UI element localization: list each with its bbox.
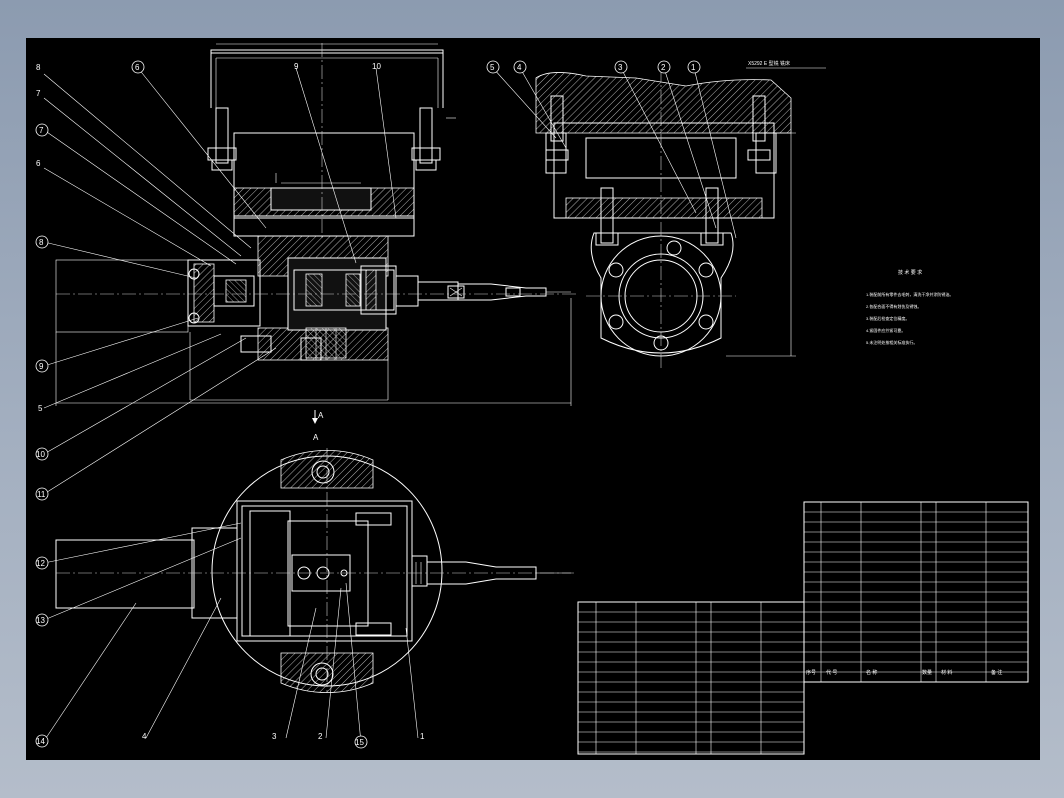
- svg-text:15: 15: [355, 738, 364, 747]
- svg-text:2: 2: [318, 732, 323, 741]
- svg-text:5: 5: [38, 404, 43, 413]
- parts-list-left: [577, 601, 805, 755]
- callout-bottom-1: 1: [420, 732, 425, 741]
- tech-req-line: 5.未注明处按相关标准执行。: [866, 339, 917, 345]
- callout-7: 7: [36, 89, 41, 98]
- svg-text:4: 4: [517, 63, 522, 72]
- view-label-a: A: [313, 433, 319, 442]
- tech-req-line: 1.装配前所有零件去毛刺，清洗干净并涂防锈油。: [866, 291, 953, 297]
- side-view-note: X5292 E 型铣 铣床: [748, 60, 790, 67]
- callout-11-circle: 11: [35, 487, 49, 501]
- callout-bottom-2: 2: [318, 732, 323, 741]
- svg-text:8: 8: [39, 238, 44, 247]
- section-mark-a: A: [318, 411, 324, 420]
- callout-right-5: 5: [486, 60, 500, 74]
- callout-7-circle: 7: [35, 123, 49, 137]
- header-qty: 数量: [922, 669, 932, 676]
- tech-req-line: 4.紧固件应拧紧可靠。: [866, 327, 905, 333]
- callout-6: 6: [36, 159, 41, 168]
- callout-5: 5: [38, 404, 43, 413]
- svg-text:3: 3: [618, 63, 623, 72]
- svg-text:14: 14: [36, 737, 45, 746]
- callout-10-circle: 10: [35, 447, 49, 461]
- svg-text:6: 6: [135, 63, 140, 72]
- callout-bottom-15: 15: [354, 735, 368, 749]
- svg-text:3: 3: [272, 732, 277, 741]
- header-seq: 序号: [806, 669, 816, 676]
- technical-requirements: 技 术 要 求 1.装配前所有零件去毛刺，清洗干净并涂防锈油。 2.各配合面不得…: [866, 269, 953, 345]
- callout-bottom-14: 14: [35, 734, 49, 748]
- leader-lines: [43, 67, 737, 744]
- svg-text:11: 11: [37, 490, 46, 499]
- header-material: 材 料: [941, 669, 952, 676]
- svg-text:9: 9: [39, 362, 44, 371]
- drawing-sheet: A A: [26, 38, 1040, 760]
- svg-text:6: 6: [36, 159, 41, 168]
- top-view: [55, 448, 574, 693]
- svg-text:9: 9: [294, 62, 299, 71]
- parts-list-right: 序号 代 号 名 称 数量 材 料 备 注: [803, 501, 1029, 683]
- header-code: 代 号: [826, 669, 837, 676]
- callout-top-9: 9: [294, 62, 299, 71]
- tech-req-line: 3.装配后检查定位精度。: [866, 315, 909, 321]
- callout-top-10: 10: [372, 62, 381, 71]
- tech-req-title: 技 术 要 求: [898, 269, 922, 276]
- svg-text:4: 4: [142, 732, 147, 741]
- svg-text:5: 5: [490, 63, 495, 72]
- callout-right-1: 1: [687, 60, 701, 74]
- front-section-view: A A: [55, 43, 576, 442]
- callout-right-4: 4: [513, 60, 527, 74]
- cad-drawing: A A: [35, 43, 1029, 755]
- callout-bottom-12: 12: [35, 556, 49, 570]
- svg-text:1: 1: [420, 732, 425, 741]
- callout-right-3: 3: [614, 60, 628, 74]
- svg-text:10: 10: [372, 62, 381, 71]
- callout-bottom-3: 3: [272, 732, 277, 741]
- svg-text:1: 1: [691, 63, 696, 72]
- callout-bottom-4: 4: [142, 732, 147, 741]
- svg-text:13: 13: [36, 616, 45, 625]
- callout-9-circle: 9: [35, 359, 49, 373]
- svg-text:7: 7: [39, 126, 44, 135]
- svg-text:7: 7: [36, 89, 41, 98]
- svg-text:10: 10: [36, 450, 45, 459]
- side-view: [535, 67, 826, 368]
- callout-right-2: 2: [657, 60, 671, 74]
- svg-text:2: 2: [661, 63, 666, 72]
- svg-text:8: 8: [36, 63, 41, 72]
- callout-bottom-13: 13: [35, 613, 49, 627]
- callout-8: 8: [36, 63, 41, 72]
- tech-req-line: 2.各配合面不得有划伤及锈蚀。: [866, 303, 921, 309]
- header-name: 名 称: [866, 669, 877, 676]
- callout-8-circle: 8: [35, 235, 49, 249]
- svg-text:12: 12: [36, 559, 45, 568]
- callout-top-6: 6: [131, 60, 145, 74]
- header-remark: 备 注: [991, 669, 1002, 676]
